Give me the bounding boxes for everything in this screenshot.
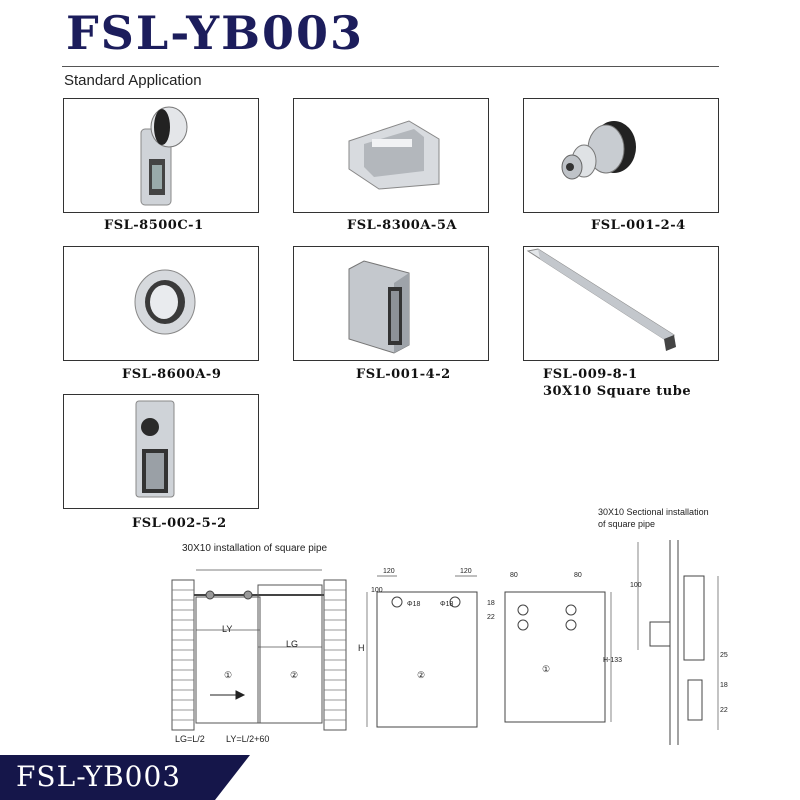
dim-phi18: Φ18 xyxy=(407,601,421,608)
dim-ly: LY xyxy=(222,624,233,634)
sectional-drawing xyxy=(637,540,719,745)
dim-80: 80 xyxy=(510,572,518,579)
product-caption: FSL-8600A-9 xyxy=(122,367,222,382)
dim-phi18: Φ18 xyxy=(440,601,454,608)
dim-25: 25 xyxy=(720,652,728,659)
product-caption: FSL-009-8-1 xyxy=(543,367,638,382)
bottom-guide-icon xyxy=(135,400,175,498)
dim-h: H xyxy=(358,643,365,653)
sectional-title-line1: 30X10 Sectional installation xyxy=(598,507,709,517)
product-image-fsl-002-5-2 xyxy=(63,394,259,509)
product-image-fsl-8600a-9 xyxy=(63,246,259,361)
footer-banner xyxy=(0,755,215,800)
product-caption: FSL-001-4-2 xyxy=(356,367,451,382)
roller-hanger-icon xyxy=(140,106,188,206)
product-caption: FSL-8300A-5A xyxy=(347,218,457,233)
dim-lg: LG xyxy=(286,639,299,649)
dim-22: 22 xyxy=(487,614,495,621)
product-caption: FSL-001-2-4 xyxy=(591,218,686,233)
panel-label: ① xyxy=(542,664,551,674)
dim-120: 120 xyxy=(460,568,472,575)
installation-title: 30X10 installation of square pipe xyxy=(182,543,328,554)
dim-18: 18 xyxy=(720,682,728,689)
formula-ly: LY=L/2+60 xyxy=(226,734,270,744)
dim-100: 100 xyxy=(371,587,383,594)
ring-handle-icon xyxy=(134,269,196,335)
product-caption-detail: 30X10 Square tube xyxy=(543,384,692,399)
footer-banner-title: FSL-YB003 xyxy=(16,760,182,793)
product-image-fsl-009-8-1 xyxy=(523,246,719,361)
dim-80: 80 xyxy=(574,572,582,579)
installation-drawing xyxy=(171,569,347,731)
footer-banner-corner xyxy=(215,755,250,800)
dim-h-133: H-133 xyxy=(603,657,623,664)
tube-end-cap-icon xyxy=(348,260,410,354)
page-title: FSL-YB003 xyxy=(66,6,364,60)
product-caption: FSL-8500C-1 xyxy=(104,218,204,233)
product-image-fsl-001-2-4 xyxy=(523,98,719,213)
sectional-title-line2: of square pipe xyxy=(598,519,656,529)
wheel-roller-icon xyxy=(561,121,636,180)
square-tube-icon xyxy=(526,248,676,351)
product-image-fsl-001-4-2 xyxy=(293,246,489,361)
product-caption: FSL-002-5-2 xyxy=(132,516,227,531)
dim-22: 22 xyxy=(720,707,728,714)
product-image-fsl-8500c-1 xyxy=(63,98,259,213)
panel-two-drawing xyxy=(366,575,478,728)
formula-lg: LG=L/2 xyxy=(175,734,205,744)
section-subtitle: Standard Application xyxy=(64,72,202,89)
panel-label: ② xyxy=(417,670,426,680)
dim-120: 120 xyxy=(383,568,395,575)
dim-18: 18 xyxy=(487,600,495,607)
panel-one-drawing xyxy=(504,591,612,723)
product-image-fsl-8300a-5a xyxy=(293,98,489,213)
u-clamp-icon xyxy=(348,120,440,190)
panel-label: ① xyxy=(224,670,233,680)
panel-label: ② xyxy=(290,670,299,680)
title-divider xyxy=(62,66,719,67)
dim-100: 100 xyxy=(630,582,642,589)
